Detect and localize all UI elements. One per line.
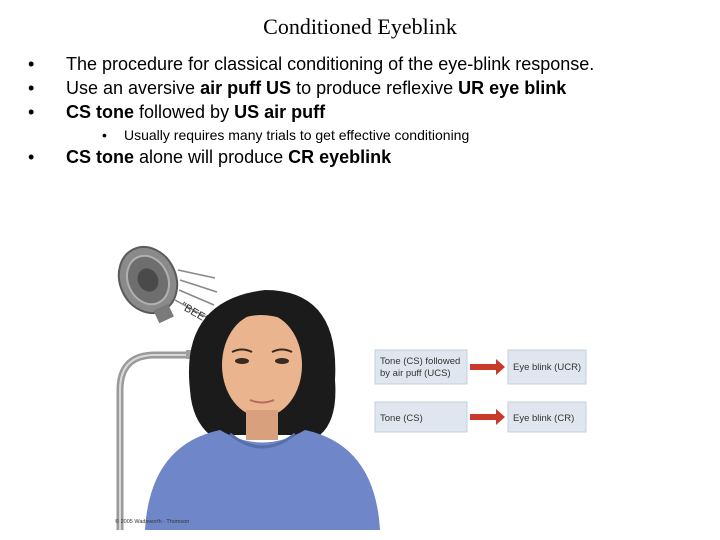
speaker-stand-highlight [119, 354, 195, 530]
box-tone-airpuff-line2: by air puff (UCS) [380, 368, 451, 379]
bullet-2-bold-2: UR eye blink [458, 78, 567, 98]
bullet-dot: • [102, 127, 107, 143]
bullet-dot: • [28, 78, 35, 98]
sub-bullet-1-text: Usually requires many trials to get effe… [124, 127, 470, 143]
bullet-2: • Use an aversive air puff US to produce… [28, 76, 708, 100]
bullet-4-bold-2: CR eyeblink [288, 147, 392, 167]
bullet-4-text: alone will produce [134, 147, 289, 167]
box-tone-airpuff [374, 349, 468, 385]
box-eyeblink-cr [507, 401, 587, 433]
bullet-3-text: followed by [134, 102, 235, 122]
bullet-3: • CS tone followed by US air puff [28, 100, 708, 124]
person-illustration [145, 290, 380, 530]
speaker-icon [117, 245, 179, 324]
bullet-3-bold-2: US air puff [234, 102, 326, 122]
slide-title: Conditioned Eyeblink [263, 14, 457, 39]
bullet-1-text: The procedure for classical conditioning… [66, 54, 595, 74]
bullet-dot: • [28, 102, 35, 122]
bullet-2-bold-1: air puff US [200, 78, 292, 98]
box-tone-cs [374, 401, 468, 433]
arrow-right-icon [470, 409, 505, 425]
bullet-dot: • [28, 147, 35, 167]
sub-bullet-1: • Usually requires many trials to get ef… [28, 125, 708, 145]
box-eyeblink-cr-label: Eye blink (CR) [513, 413, 574, 424]
conditioning-illustration: "BEEP!" Tone (CS) followed by air puff (… [115, 245, 587, 530]
box-eyeblink-ucr [507, 349, 587, 385]
bullet-1: • The procedure for classical conditioni… [28, 52, 708, 76]
copyright-text: © 2005 Wadsworth - Thomson [115, 518, 189, 525]
box-tone-airpuff-line1: Tone (CS) followed [380, 356, 460, 367]
bullet-4-bold-1: CS tone [66, 147, 135, 167]
bullet-dot: • [28, 54, 35, 74]
bullet-4: • CS tone alone will produce CR eyeblink [28, 145, 708, 169]
bullet-list: • The procedure for classical conditioni… [28, 52, 708, 169]
bullet-2-text-1: Use an aversive [66, 78, 201, 98]
bullet-3-bold-1: CS tone [66, 102, 135, 122]
box-tone-cs-label: Tone (CS) [380, 413, 423, 424]
sound-waves [174, 269, 218, 319]
bullet-2-text-2: to produce reflexive [291, 78, 459, 98]
arrow-right-icon [470, 359, 505, 375]
box-eyeblink-ucr-label: Eye blink (UCR) [513, 362, 581, 373]
